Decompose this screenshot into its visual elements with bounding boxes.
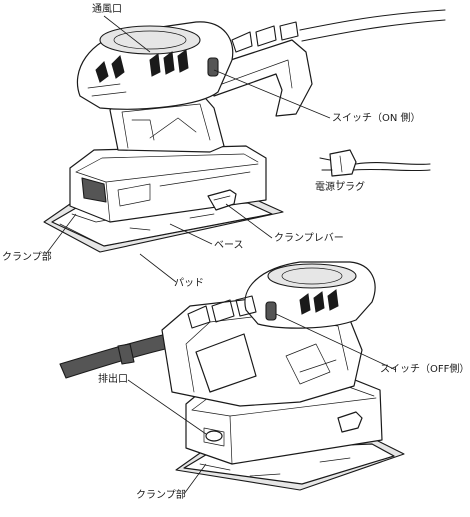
top-switch-on: [207, 57, 219, 77]
label-pad: パッド: [174, 278, 204, 289]
label-clamp-lever: クランプレバー: [274, 233, 344, 244]
top-handle-grips: [231, 21, 299, 53]
label-clamp-top: クランプ部: [2, 252, 52, 263]
bottom-power-cord: [59, 331, 179, 379]
label-base: ベース: [214, 240, 244, 251]
label-exhaust: 排出口: [98, 374, 128, 385]
top-power-cord: [299, 9, 446, 31]
label-switch-off: スイッチ（OFF側）: [380, 364, 470, 375]
bottom-handle-grips: [187, 295, 257, 329]
label-vent: 通風口: [92, 4, 122, 15]
label-clamp-bottom: クランプ部: [136, 490, 186, 501]
top-handle: [199, 39, 313, 117]
bottom-vents: [299, 289, 339, 315]
top-sander: [43, 9, 446, 253]
power-plug-illustration: [319, 149, 431, 177]
top-clamp-lever: [207, 189, 237, 211]
leader-lines: [45, 15, 397, 495]
top-vents: [87, 49, 189, 97]
label-switch-on: スイッチ（ON 側）: [332, 113, 421, 124]
label-power-plug: 電源プラグ: [315, 182, 365, 193]
bottom-switch-off: [265, 301, 277, 321]
bottom-sander: [59, 261, 405, 491]
